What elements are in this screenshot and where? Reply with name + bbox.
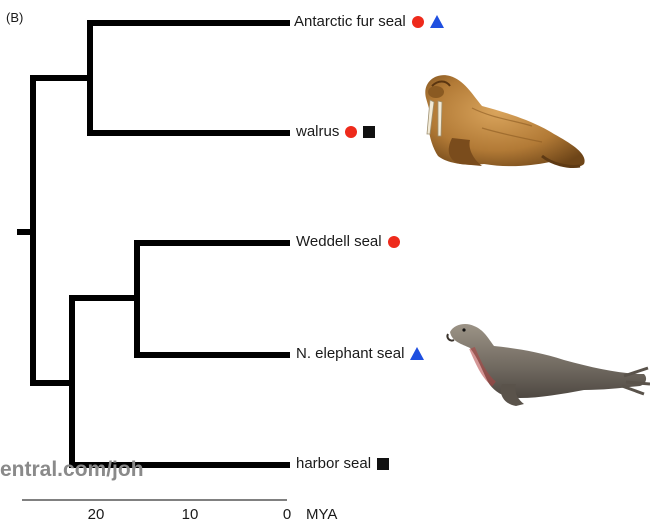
watermark-text: entral.com/joh — [0, 458, 144, 482]
black-square-icon — [377, 458, 389, 470]
taxon-label: Weddell seal — [296, 233, 382, 250]
blue-triangle-icon — [410, 347, 424, 360]
red-circle-icon — [345, 126, 357, 138]
taxon-antarctic-fur-seal: Antarctic fur seal — [294, 13, 444, 30]
taxon-harbor-seal: harbor seal — [296, 455, 389, 472]
walrus-illustration — [412, 68, 592, 172]
taxon-weddell-seal: Weddell seal — [296, 233, 400, 250]
black-square-icon — [363, 126, 375, 138]
taxon-walrus: walrus — [296, 123, 375, 140]
red-circle-icon — [412, 16, 424, 28]
taxon-label: N. elephant seal — [296, 345, 404, 362]
taxon-label: harbor seal — [296, 455, 371, 472]
axis-tick-label: 10 — [182, 506, 199, 523]
axis-tick-label: 20 — [88, 506, 105, 523]
axis-unit-label: MYA — [306, 506, 337, 523]
axis-tick-label: 0 — [283, 506, 291, 523]
taxon-label: Antarctic fur seal — [294, 13, 406, 30]
taxon-northern-elephant-seal: N. elephant seal — [296, 345, 424, 362]
red-circle-icon — [388, 236, 400, 248]
blue-triangle-icon — [430, 15, 444, 28]
taxon-label: walrus — [296, 123, 339, 140]
elephant-seal-illustration — [444, 318, 650, 410]
